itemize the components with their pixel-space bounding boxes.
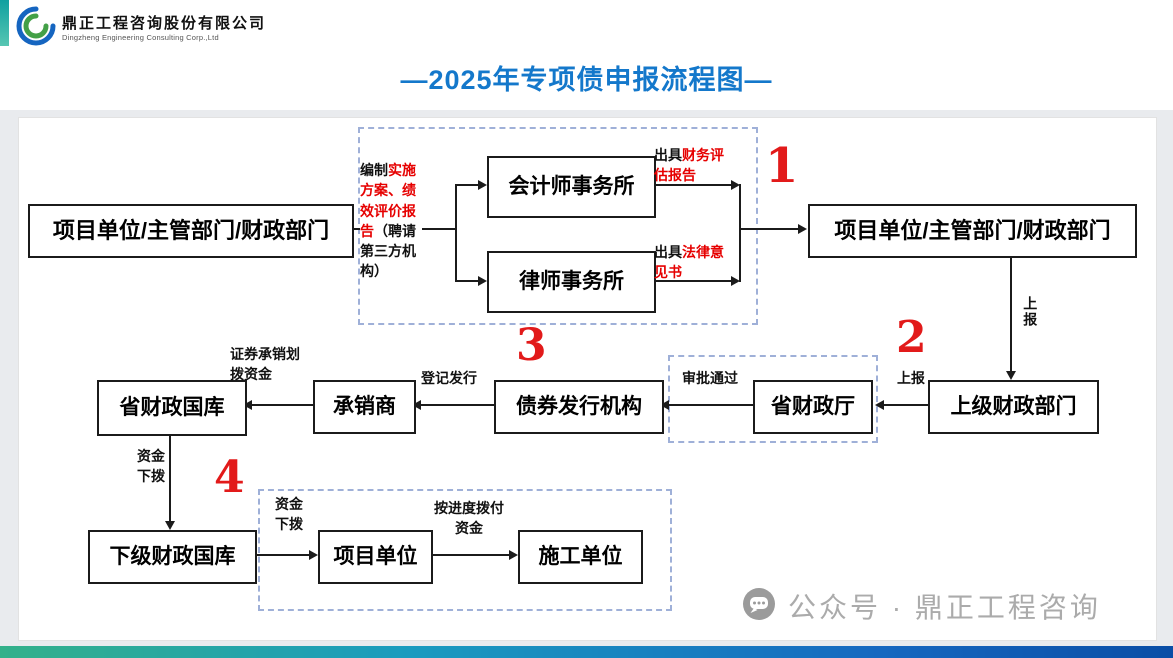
label-progress-payment: 按进度拨付资金 [434, 500, 504, 537]
arrowhead-to-provincial [875, 400, 884, 410]
label-approval-pass: 审批通过 [682, 370, 738, 386]
box-underwriter: 承销商 [313, 380, 416, 434]
connector-to-law [455, 280, 479, 282]
label-legal-opinion: 出具法律意见书 [654, 244, 724, 281]
watermark: 公众号 · 鼎正工程咨询 [742, 586, 1101, 626]
connector-accounting-out [652, 184, 732, 186]
connector-underwriter-to-treasury [252, 404, 313, 406]
box-construction-unit: 施工单位 [518, 530, 643, 584]
box-lower-treasury: 下级财政国库 [88, 530, 257, 584]
box-provincial-treasury: 省财政国库 [97, 380, 247, 436]
label-funds-allocate-right: 资金下拨 [275, 496, 303, 533]
label-funds-allocate-down: 资金下拨 [137, 448, 165, 485]
box-accounting-firm: 会计师事务所 [487, 156, 656, 218]
company-logo-icon [16, 6, 56, 51]
box-law-firm: 律师事务所 [487, 251, 656, 313]
label-report-up: 上报 [897, 370, 925, 386]
connector-dest-down [1010, 254, 1012, 372]
connector-law-out [652, 280, 732, 282]
label-securities-funds: 证券承销划拨资金 [230, 346, 300, 383]
arrowhead-law-out [731, 276, 740, 286]
watermark-text: 公众号 · 鼎正工程咨询 [788, 592, 1101, 623]
step-number-4: 4 [214, 452, 245, 503]
label-report-up-vertical: 上报 [1022, 296, 1039, 328]
connector-to-dest-unit [739, 228, 799, 230]
page-title: —2025年专项债申报流程图— [400, 65, 773, 95]
company-name-cn: 鼎正工程咨询股份有限公司 [62, 14, 267, 32]
connector-project-to-construction [429, 554, 510, 556]
connector-treasury-down [169, 432, 171, 522]
box-provincial-finance: 省财政厅 [753, 380, 873, 434]
connector-lower-to-project [253, 554, 310, 556]
box-source-unit: 项目单位/主管部门/财政部门 [28, 204, 354, 258]
wechat-bubble-icon [742, 587, 776, 626]
label-register-issue: 登记发行 [421, 370, 477, 386]
step-number-2: 2 [896, 312, 927, 363]
connector-superior-to-provincial [884, 404, 928, 406]
arrowhead-to-issuer [660, 400, 669, 410]
dashed-group-approval [668, 355, 878, 443]
arrowhead-to-treasury [243, 400, 252, 410]
dashed-group-fund-allocation [258, 489, 672, 611]
arrowhead-accounting-out [731, 180, 740, 190]
connector-branch-vertical-left [455, 184, 457, 282]
label-financial-report: 出具财务评估报告 [654, 147, 724, 184]
arrowhead-to-law [478, 276, 487, 286]
box-superior-finance: 上级财政部门 [928, 380, 1099, 434]
step-number-3: 3 [516, 320, 547, 371]
arrowhead-to-accounting [478, 180, 487, 190]
label-compile-plan: 编制实施方案、绩效评价报告（聘请第三方机构） [360, 160, 422, 282]
box-project-unit: 项目单位 [318, 530, 433, 584]
connector-issuer-to-underwriter [421, 404, 494, 406]
dashed-group-third-party [358, 127, 758, 325]
arrowhead-to-construction-unit [509, 550, 518, 560]
company-name-en: Dingzheng Engineering Consulting Corp.,L… [62, 33, 219, 43]
bottom-gradient-bar [0, 646, 1173, 658]
step-number-1: 1 [765, 138, 799, 194]
connector-branch-vertical-right [739, 184, 741, 282]
arrowhead-to-lower-treasury [165, 521, 175, 530]
connector-provincial-to-issuer [668, 404, 753, 406]
arrowhead-to-dest-unit [798, 224, 807, 234]
connector-to-accounting [455, 184, 479, 186]
top-left-accent-strip [0, 0, 9, 46]
company-logo-block: 鼎正工程咨询股份有限公司 Dingzheng Engineering Consu… [16, 6, 266, 51]
arrowhead-to-underwriter [412, 400, 421, 410]
box-bond-issuer: 债券发行机构 [494, 380, 664, 434]
arrowhead-to-project-unit [309, 550, 318, 560]
arrowhead-to-superior-finance [1006, 371, 1016, 380]
box-dest-unit: 项目单位/主管部门/财政部门 [808, 204, 1137, 258]
